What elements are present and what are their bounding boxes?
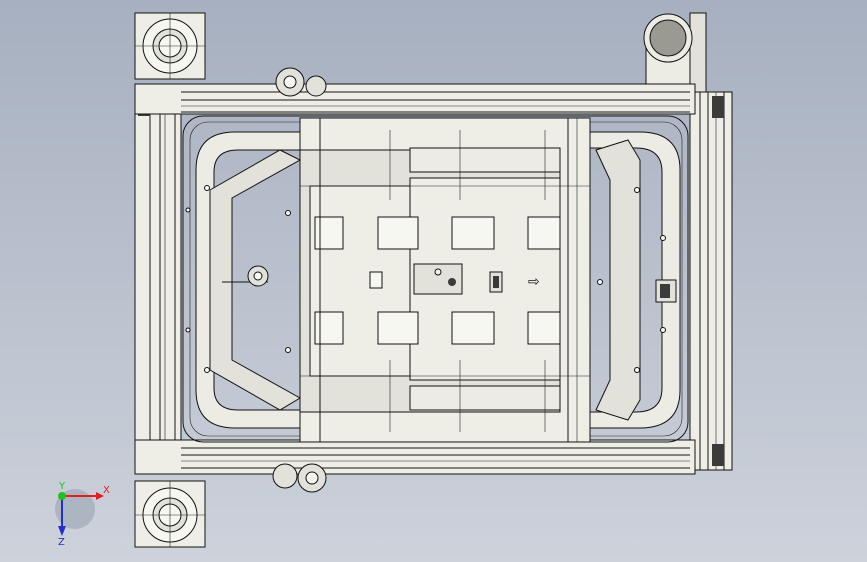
vertical-guide-lines (319, 118, 578, 442)
direction-arrow-icon: ⇨ (528, 274, 540, 290)
caster-top-right-cylinder (643, 12, 707, 94)
bottom-horizontal-rail (134, 439, 696, 493)
right-bent-tube (589, 131, 681, 429)
plate-cutouts (314, 216, 561, 345)
bolt-pattern (185, 185, 666, 373)
caster-bottom-left (134, 480, 206, 548)
top-horizontal-rail (134, 67, 696, 115)
x-axis-label: X (103, 485, 110, 496)
y-axis-icon (58, 492, 66, 500)
z-axis-label: Z (58, 537, 65, 548)
control-module (413, 263, 503, 295)
caster-top-left (134, 12, 206, 80)
right-vertical-rail (689, 91, 733, 471)
y-axis-label: Y (58, 481, 66, 492)
left-bent-tube (195, 131, 302, 429)
left-vertical-rail (134, 91, 182, 473)
coordinate-triad: X Y Z (55, 481, 110, 548)
